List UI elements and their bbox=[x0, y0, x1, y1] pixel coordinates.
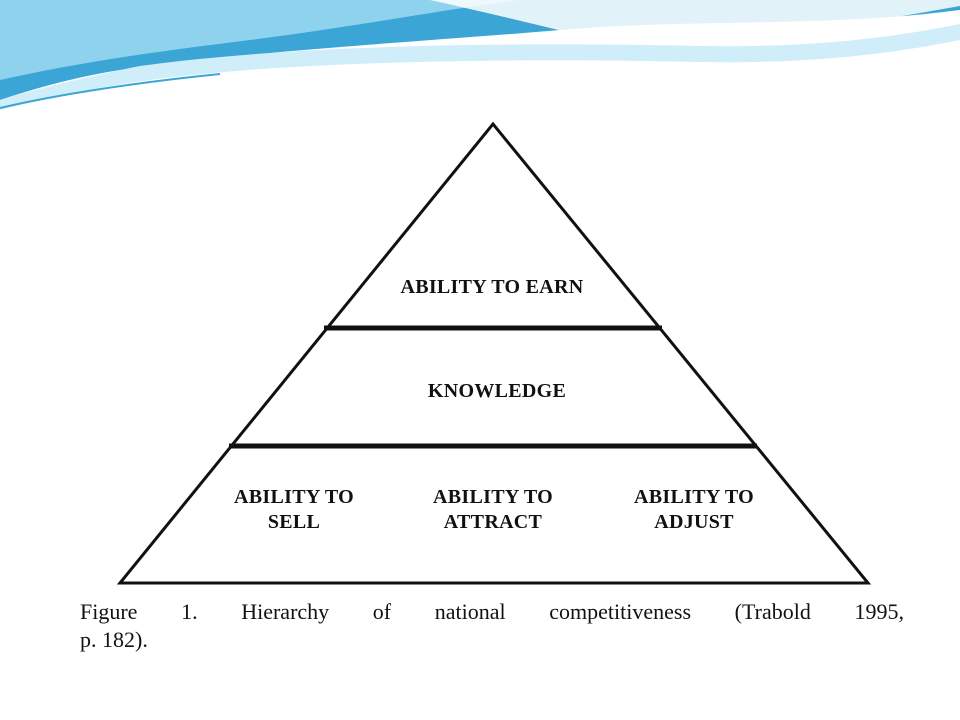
level-middle-label: KNOWLEDGE bbox=[428, 380, 566, 402]
base-item-2-line-1: ABILITY TO bbox=[433, 486, 553, 508]
header-wave-line bbox=[0, 73, 221, 109]
header-wave-light bbox=[0, 0, 520, 80]
caption-line-1: Figure 1. Hierarchy of national competit… bbox=[80, 599, 904, 624]
figure-panel bbox=[40, 110, 912, 672]
caption-line-2: p. 182). bbox=[80, 627, 148, 652]
header-wave-highlight bbox=[430, 0, 960, 56]
base-item-1-line-2: SELL bbox=[268, 511, 320, 533]
header-wave-lower bbox=[0, 24, 960, 110]
figure-caption: Figure 1. Hierarchy of national competit… bbox=[80, 598, 904, 654]
pyramid-outline bbox=[116, 121, 872, 585]
base-item-2-line-2: ATTRACT bbox=[444, 511, 543, 533]
base-item-3-line-2: ADJUST bbox=[654, 511, 734, 533]
base-item-3-line-1: ABILITY TO bbox=[634, 486, 754, 508]
slide-header-wave-decoration bbox=[0, 0, 960, 130]
level-top-label: ABILITY TO EARN bbox=[400, 276, 583, 298]
base-item-1-line-1: ABILITY TO bbox=[234, 486, 354, 508]
